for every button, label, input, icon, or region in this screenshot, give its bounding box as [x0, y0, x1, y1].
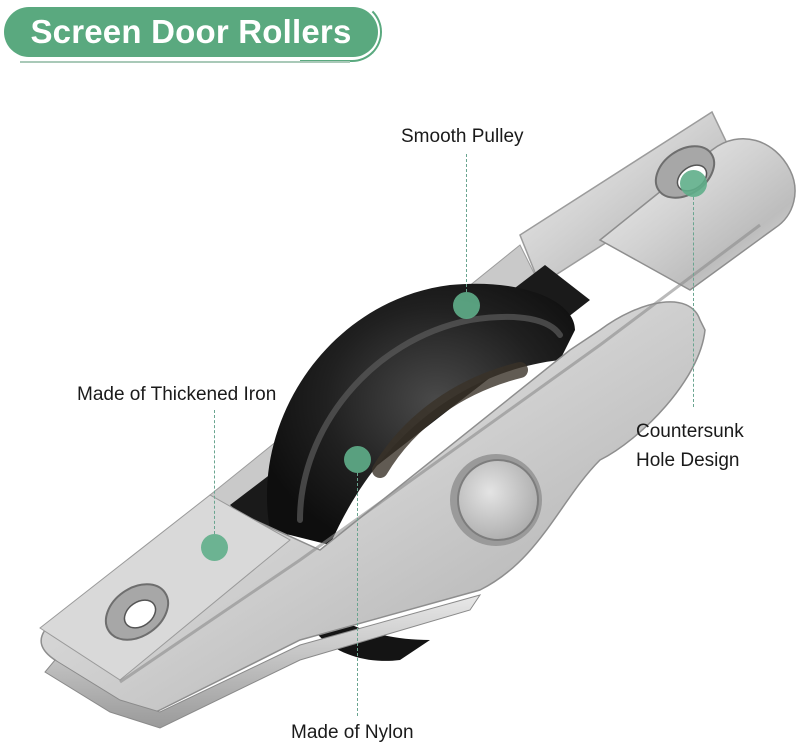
callout-line-nylon: [357, 473, 358, 716]
stainless-bracket: [39, 137, 796, 729]
callout-label-countersunk: Countersunk: [636, 421, 744, 442]
title-underline: [20, 61, 350, 63]
axle-rivet: [450, 454, 542, 546]
callout-dot-icon: [680, 170, 707, 197]
callout-label-thickened-iron: Made of Thickened Iron: [77, 384, 277, 405]
callout-label-nylon: Made of Nylon: [291, 722, 414, 743]
callout-label-hole-design: Hole Design: [636, 450, 740, 471]
callout-label-smooth-pulley: Smooth Pulley: [401, 126, 524, 147]
callout-line-countersunk: [693, 197, 694, 407]
callout-line-thickened-iron: [214, 410, 215, 534]
title-badge: Screen Door Rollers: [4, 7, 378, 57]
callout-dot-icon: [201, 534, 228, 561]
callout-line-smooth-pulley: [466, 154, 467, 292]
page-title: Screen Door Rollers: [30, 13, 352, 50]
callout-dot-icon: [344, 446, 371, 473]
callout-dot-icon: [453, 292, 480, 319]
